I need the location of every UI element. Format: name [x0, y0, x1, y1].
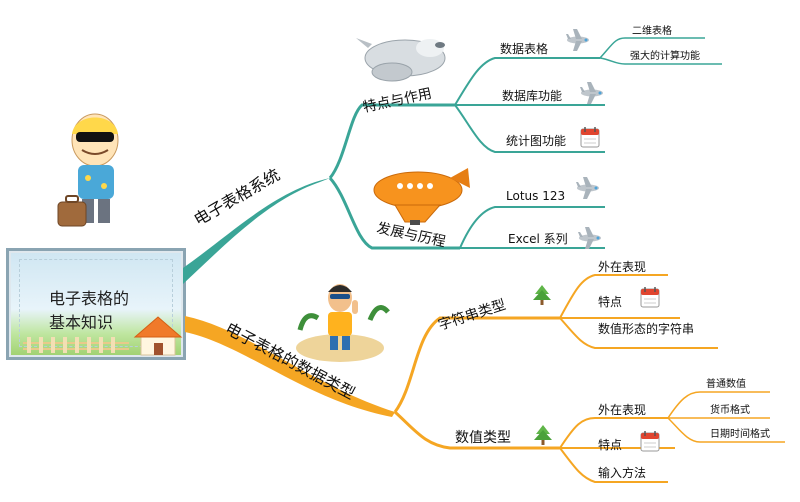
topic-number-type[interactable]: 数值类型: [455, 430, 511, 446]
orange-airplane-icon: [373, 168, 470, 225]
topic-2d-table[interactable]: 二维表格: [632, 24, 672, 37]
airplane-icon: [576, 177, 599, 199]
orange-leaf-connectors: [559, 274, 718, 483]
airplane-icon: [578, 227, 601, 249]
central-topic-line2: 基本知识: [49, 313, 114, 332]
silver-airplane-icon: [356, 38, 446, 82]
topic-plain-number[interactable]: 普通数值: [706, 377, 746, 390]
tree-icon: [533, 285, 551, 305]
central-topic[interactable]: 电子表格的 基本知识: [6, 248, 186, 360]
topic-number-feature[interactable]: 特点: [598, 437, 622, 452]
teal-leaf-connectors: [454, 57, 605, 249]
teal-tiny-connectors: [599, 37, 722, 65]
topic-string-feature[interactable]: 特点: [598, 294, 622, 309]
topic-calc[interactable]: 强大的计算功能: [630, 49, 700, 62]
topic-string-type[interactable]: 字符串类型: [436, 297, 508, 334]
calendar-icon: [580, 126, 600, 148]
orange-tiny-connectors: [667, 391, 785, 443]
airplane-icon: [566, 29, 589, 51]
topic-datetime[interactable]: 日期时间格式: [710, 427, 770, 440]
calendar-icon: [640, 430, 660, 452]
calendar-icon: [640, 286, 660, 308]
topic-string-appearance[interactable]: 外在表现: [598, 260, 646, 274]
branch-connector-datatypes: [185, 316, 395, 417]
teal-connectors: [328, 103, 460, 250]
central-topic-frame: [19, 259, 173, 347]
branch-label-system[interactable]: 电子表格系统: [191, 165, 284, 229]
topic-database[interactable]: 数据库功能: [502, 88, 562, 103]
traveler-character-icon: [57, 113, 119, 227]
beach-tourist-icon: [296, 284, 390, 362]
central-topic-title: 电子表格的 基本知识: [49, 287, 159, 335]
topic-excel[interactable]: Excel 系列: [508, 232, 568, 246]
topic-numeric-string[interactable]: 数值形态的字符串: [598, 321, 694, 336]
topic-features[interactable]: 特点与作用: [362, 86, 434, 116]
orange-connectors: [393, 316, 560, 450]
topic-chart[interactable]: 统计图功能: [506, 134, 566, 148]
topic-input-method[interactable]: 输入方法: [598, 465, 646, 480]
house-icon: [23, 316, 183, 356]
topic-lotus[interactable]: Lotus 123: [506, 189, 565, 203]
topic-currency[interactable]: 货币格式: [710, 403, 750, 416]
topic-data-table[interactable]: 数据表格: [500, 41, 548, 56]
central-topic-line1: 电子表格的: [49, 289, 130, 308]
topic-number-appearance[interactable]: 外在表现: [598, 403, 646, 417]
tree-icon: [534, 425, 552, 445]
airplane-icon: [580, 82, 603, 104]
